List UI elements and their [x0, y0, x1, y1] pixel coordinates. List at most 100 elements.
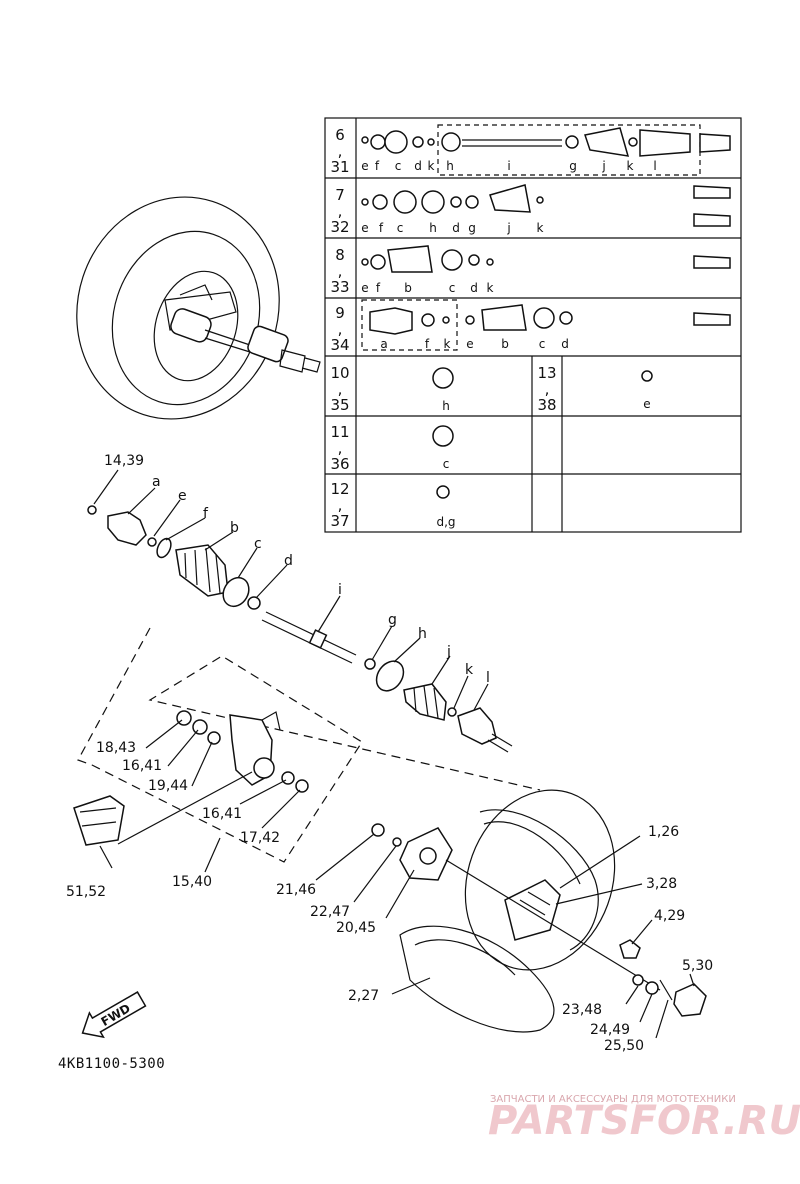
row-ref: 34 [330, 336, 349, 354]
wheel-assembly-illustration [76, 196, 321, 420]
knuckle-group [73, 627, 541, 863]
callout-16-41a: 16,41 [122, 758, 162, 774]
row-ref: , [338, 142, 343, 160]
callout-4-29: 4,29 [654, 908, 685, 924]
callout-14-39: 14,39 [104, 453, 144, 469]
callout-1-26: 1,26 [648, 824, 679, 840]
row-ref: , [338, 496, 343, 514]
row-ref: , [338, 380, 343, 398]
callout-j: j [446, 644, 451, 660]
row-ref: , [338, 262, 343, 280]
svg-text:h: h [429, 221, 437, 235]
callout-22-47: 22,47 [310, 904, 350, 920]
watermark: ЗАПЧАСТИ И АКСЕССУАРЫ ДЛЯ МОТОТЕХНИКИ PA… [488, 1094, 800, 1144]
svg-text:j: j [506, 221, 510, 235]
svg-text:k: k [487, 281, 494, 295]
svg-text:a: a [380, 337, 387, 351]
row-ref: 13 [537, 364, 556, 382]
svg-text:k: k [627, 159, 634, 173]
watermark-tagline: ЗАПЧАСТИ И АКСЕССУАРЫ ДЛЯ МОТОТЕХНИКИ [490, 1094, 736, 1105]
svg-text:c: c [395, 159, 402, 173]
row-ref: 38 [537, 396, 556, 414]
callout-i: i [338, 582, 342, 598]
row-ref: , [338, 202, 343, 220]
table-row-refs: 6 , 31 7 , 32 8 , 33 9 , 34 10 , 35 11 ,… [330, 126, 556, 530]
callout-15-40: 15,40 [172, 874, 212, 890]
row-ref: 31 [330, 158, 349, 176]
svg-text:l: l [653, 159, 656, 173]
svg-text:d: d [561, 337, 569, 351]
callout-2-27: 2,27 [348, 988, 379, 1004]
callout-19-44: 19,44 [148, 778, 188, 794]
svg-text:k: k [537, 221, 544, 235]
row-ref: 8 [335, 246, 345, 264]
callout-24-49: 24,49 [590, 1022, 630, 1038]
svg-text:b: b [404, 281, 412, 295]
diagram-code: 4KB1100-5300 [58, 1056, 165, 1072]
svg-text:c: c [443, 457, 450, 471]
callout-h: h [418, 626, 427, 642]
right-wheel-illustration [371, 789, 707, 1033]
row-ref: 12 [330, 480, 349, 498]
callout-d: d [284, 553, 293, 569]
callout-51-52: 51,52 [66, 884, 106, 900]
row-ref: 36 [330, 455, 349, 473]
row-ref: 37 [330, 512, 349, 530]
fwd-arrow-icon: FWD [81, 991, 147, 1039]
watermark-logo: PARTSFOR.RU [488, 1098, 800, 1144]
svg-text:c: c [397, 221, 404, 235]
row-ref: 35 [330, 396, 349, 414]
callout-e: e [178, 488, 187, 504]
svg-text:b: b [501, 337, 509, 351]
svg-text:e: e [361, 281, 368, 295]
callout-k: k [465, 662, 474, 678]
svg-text:i: i [507, 159, 510, 173]
svg-text:c: c [539, 337, 546, 351]
svg-text:h: h [446, 159, 454, 173]
callout-21-46: 21,46 [276, 882, 316, 898]
svg-text:e: e [466, 337, 473, 351]
row-ref: , [338, 320, 343, 338]
callout-f: f [203, 506, 209, 522]
callout-a: a [152, 474, 161, 490]
leader-lines [93, 469, 695, 1039]
row-ref: 9 [335, 304, 345, 322]
callout-16-41b: 16,41 [202, 806, 242, 822]
table-part-sketches [361, 127, 731, 499]
svg-text:k: k [444, 337, 451, 351]
callout-g: g [388, 612, 397, 628]
callout-c: c [254, 536, 262, 552]
row-ref: 33 [330, 278, 349, 296]
callout-23-48: 23,48 [562, 1002, 602, 1018]
callout-3-28: 3,28 [646, 876, 677, 892]
table-letters: e f c d k h i g j k l e f c h d g j k e … [361, 159, 656, 529]
row-ref: , [545, 380, 550, 398]
variants-table [324, 117, 742, 533]
row-ref: 7 [335, 186, 345, 204]
callout-5-30: 5,30 [682, 958, 713, 974]
svg-text:f: f [425, 337, 430, 351]
callout-labels: 14,39 a e f b c d i g h j k l 18,43 16,4… [66, 453, 713, 1054]
svg-text:d: d [414, 159, 422, 173]
svg-text:g: g [569, 159, 577, 173]
svg-text:k: k [428, 159, 435, 173]
exploded-axle-parts [87, 505, 513, 753]
svg-text:d: d [470, 281, 478, 295]
row-ref: 11 [330, 423, 349, 441]
svg-text:f: f [376, 281, 381, 295]
svg-text:e: e [361, 221, 368, 235]
svg-text:j: j [601, 159, 605, 173]
row-ref: , [338, 439, 343, 457]
svg-text:d: d [452, 221, 460, 235]
row-ref: 10 [330, 364, 349, 382]
callout-20-45: 20,45 [336, 920, 376, 936]
callout-18-43: 18,43 [96, 740, 136, 756]
callout-b: b [230, 520, 239, 536]
svg-text:h: h [442, 399, 450, 413]
callout-25-50: 25,50 [604, 1038, 644, 1054]
svg-text:f: f [379, 221, 384, 235]
svg-text:g: g [468, 221, 476, 235]
svg-text:e: e [361, 159, 368, 173]
svg-text:c: c [449, 281, 456, 295]
